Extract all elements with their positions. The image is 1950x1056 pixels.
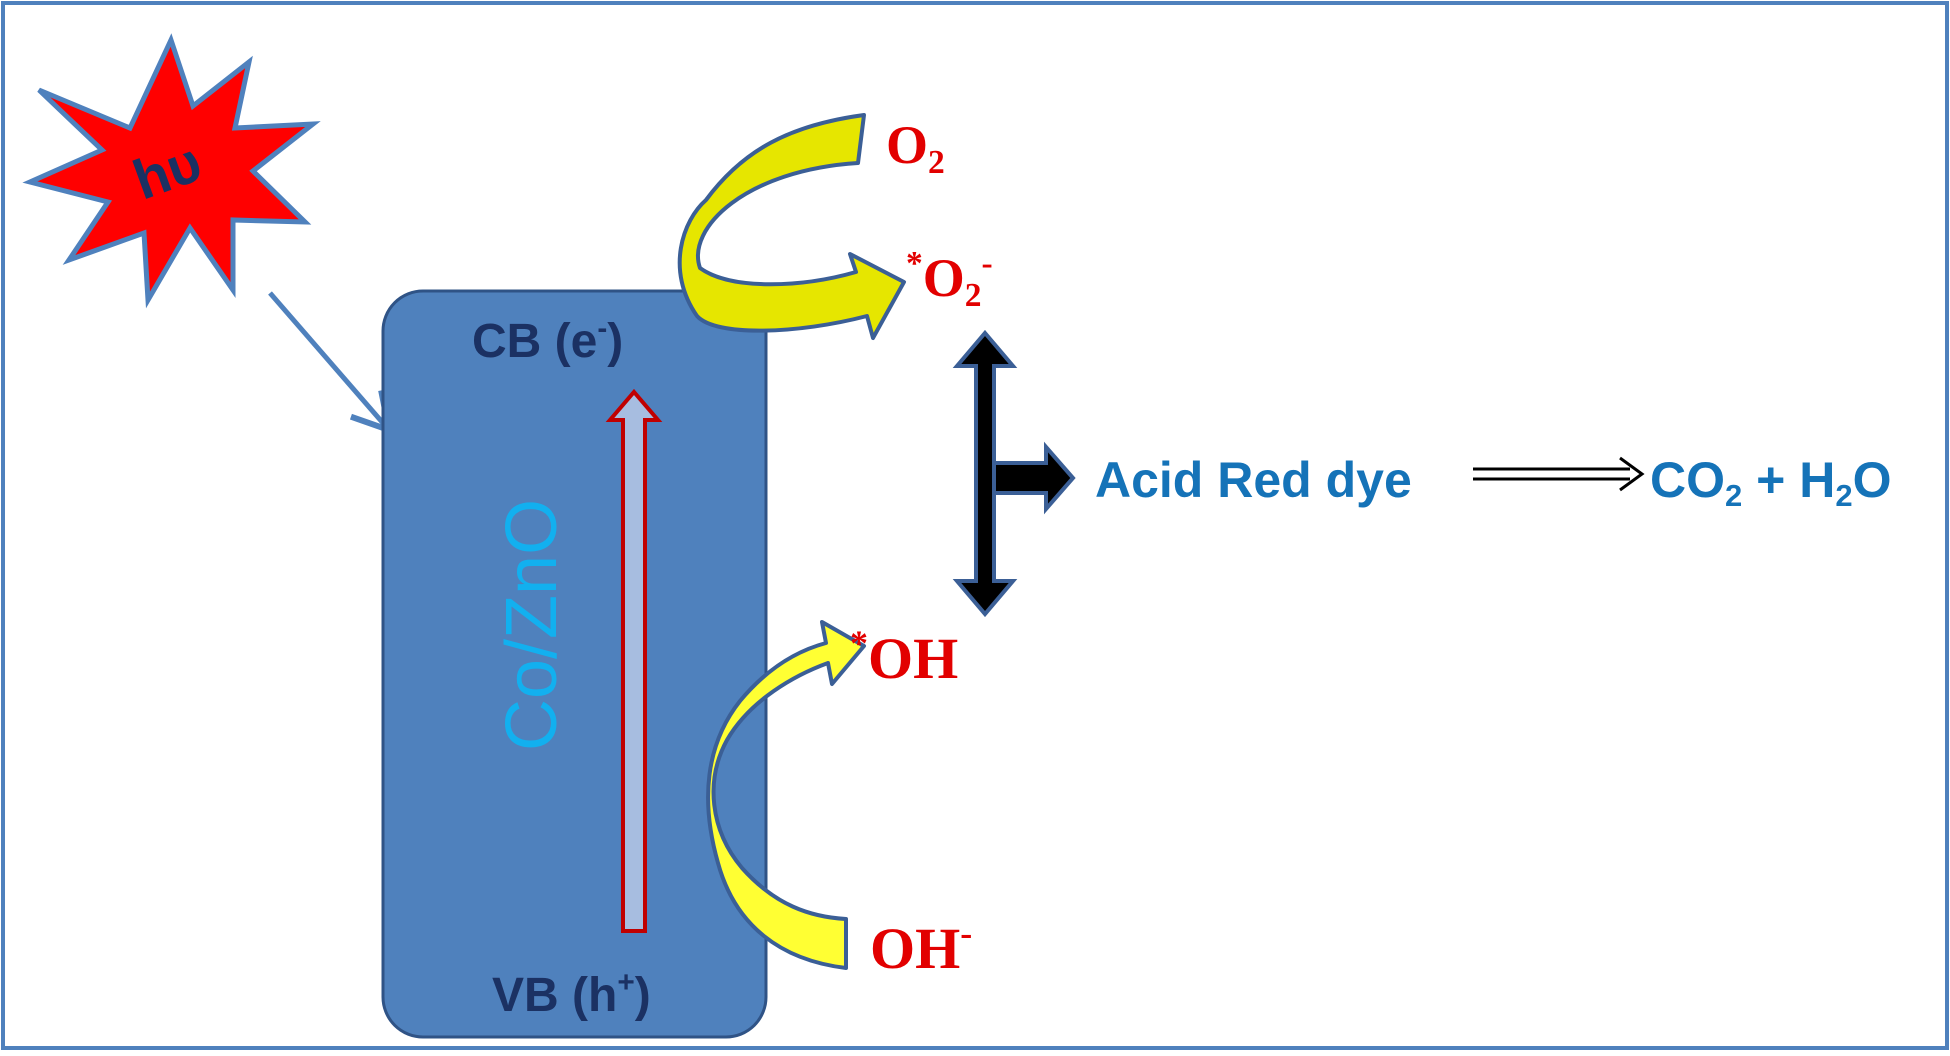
oxygen-label: O2 <box>886 115 945 182</box>
double-headed-arrow-icon <box>952 329 1018 618</box>
reaction-arrow-icon <box>1473 456 1645 492</box>
conduction-band-label: CB (e-) <box>472 311 624 368</box>
incident-light-arrow-icon <box>268 291 393 435</box>
reduction-curved-arrow-icon <box>677 113 906 340</box>
superoxide-radical-label: *O2- <box>906 245 993 315</box>
hydroxyl-radical-label: *OH <box>850 622 959 691</box>
semiconductor-box <box>381 289 768 1039</box>
photon-starburst-icon <box>22 33 321 309</box>
excitation-up-arrow-icon <box>605 388 663 933</box>
oxidation-curved-arrow-icon <box>706 620 866 970</box>
valence-band-label: VB (h+) <box>492 965 651 1022</box>
hydroxide-label: OH- <box>870 912 973 981</box>
material-label: Co/ZnO <box>492 498 572 751</box>
products-label: CO2 + H2O <box>1650 452 1892 514</box>
branch-arrow-icon <box>992 441 1076 515</box>
dye-label: Acid Red dye <box>1095 452 1412 508</box>
